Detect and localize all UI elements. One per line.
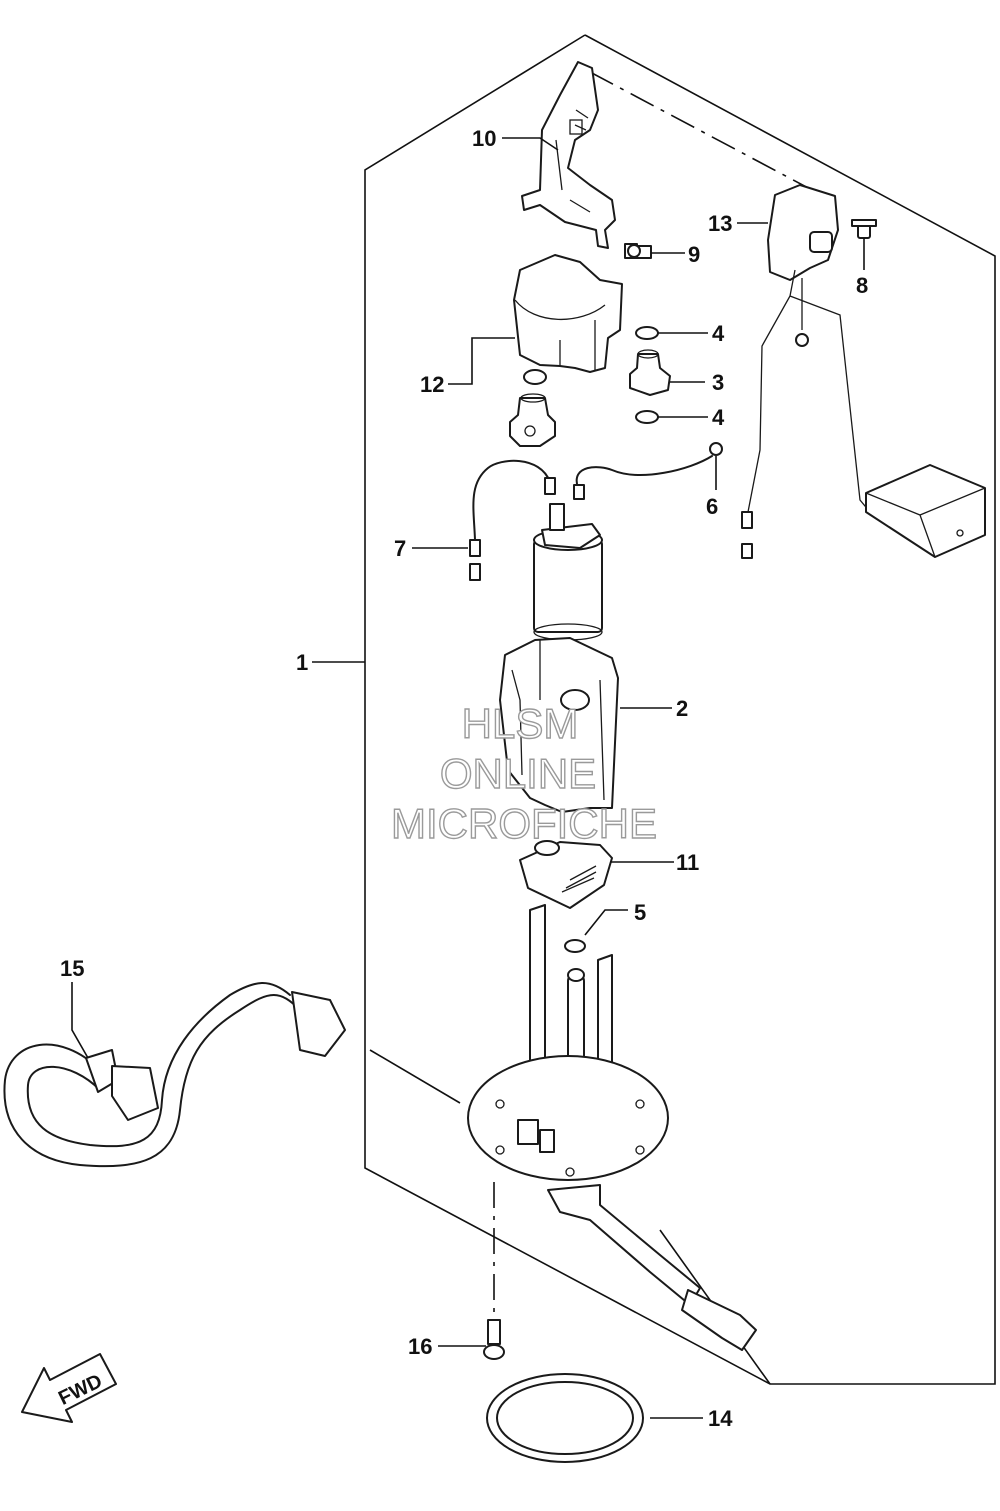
callout-7: 7 <box>394 536 406 561</box>
fuel-level-sender-part <box>741 184 986 559</box>
o-ring-part-4-lower <box>635 410 659 424</box>
callout-11: 11 <box>676 850 699 875</box>
callout-4-upper: 4 <box>712 321 725 346</box>
callout-1: 1 <box>296 650 308 675</box>
watermark-line-2: ONLINE <box>440 750 596 797</box>
regulator-valve-part <box>509 393 556 447</box>
callout-15: 15 <box>60 956 84 981</box>
callout-10: 10 <box>472 126 496 151</box>
regulator-housing-part <box>513 254 623 373</box>
o-ring-part-12 <box>523 369 547 385</box>
o-ring-part-4-upper <box>635 326 659 340</box>
fuel-hose-part-15 <box>3 982 346 1168</box>
callout-2: 2 <box>676 696 688 721</box>
bolt-part-9 <box>624 243 652 259</box>
lead-wire-part-7 <box>469 459 556 581</box>
pump-plate-assembly <box>467 904 757 1351</box>
screw-part-8 <box>851 219 877 239</box>
watermark-line-3: MICROFICHE <box>391 800 657 847</box>
fuel-filter-part-11 <box>519 840 613 909</box>
fitting-part-3 <box>629 349 671 396</box>
callout-8: 8 <box>856 273 868 298</box>
gasket-part-14 <box>486 1373 644 1463</box>
callout-12: 12 <box>420 372 444 397</box>
leader-lines <box>71 137 865 1419</box>
bolt-part-16 <box>483 1182 505 1360</box>
callout-14: 14 <box>708 1406 733 1431</box>
lead-wire-part-6 <box>573 442 723 500</box>
callout-3: 3 <box>712 370 724 395</box>
callout-5: 5 <box>634 900 646 925</box>
callout-16: 16 <box>408 1334 432 1359</box>
callout-6: 6 <box>706 494 718 519</box>
callout-13: 13 <box>708 211 732 236</box>
callout-4-lower: 4 <box>712 405 725 430</box>
callout-9: 9 <box>688 242 700 267</box>
watermark-line-1: HLSM <box>462 700 579 747</box>
watermark: HLSM ONLINE MICROFICHE <box>390 699 657 847</box>
fwd-arrow-icon: FWD <box>21 1353 117 1423</box>
bracket-part <box>521 61 616 249</box>
fuel-pump-motor <box>533 503 603 641</box>
pump-case-part-2 <box>499 637 619 813</box>
o-ring-part-5 <box>564 939 586 953</box>
callout-labels: 1 2 3 4 4 5 6 7 8 9 10 11 12 13 14 15 16 <box>60 126 868 1431</box>
